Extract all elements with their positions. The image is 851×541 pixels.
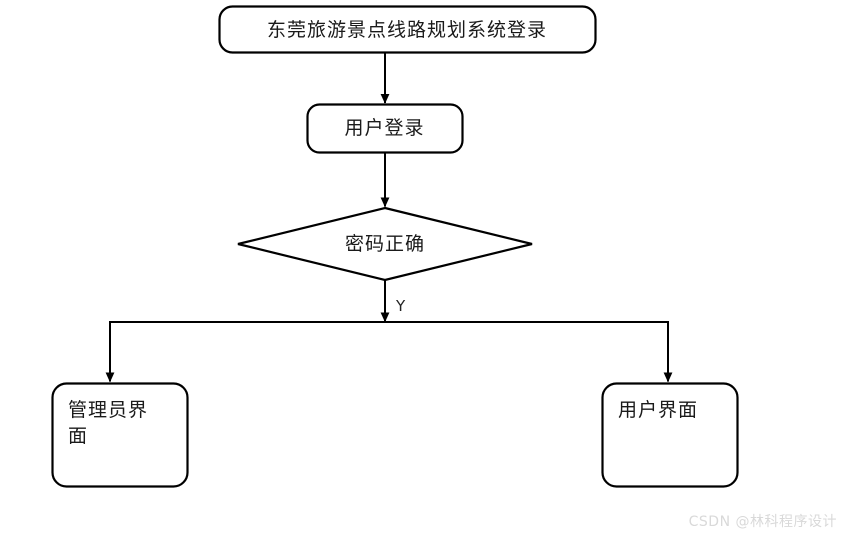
node-login-box[interactable] [306,103,464,154]
node-admin-box[interactable] [51,382,189,488]
node-title-box[interactable] [218,5,597,54]
node-user-box[interactable] [601,382,739,488]
node-decision-diamond[interactable] [237,206,533,282]
